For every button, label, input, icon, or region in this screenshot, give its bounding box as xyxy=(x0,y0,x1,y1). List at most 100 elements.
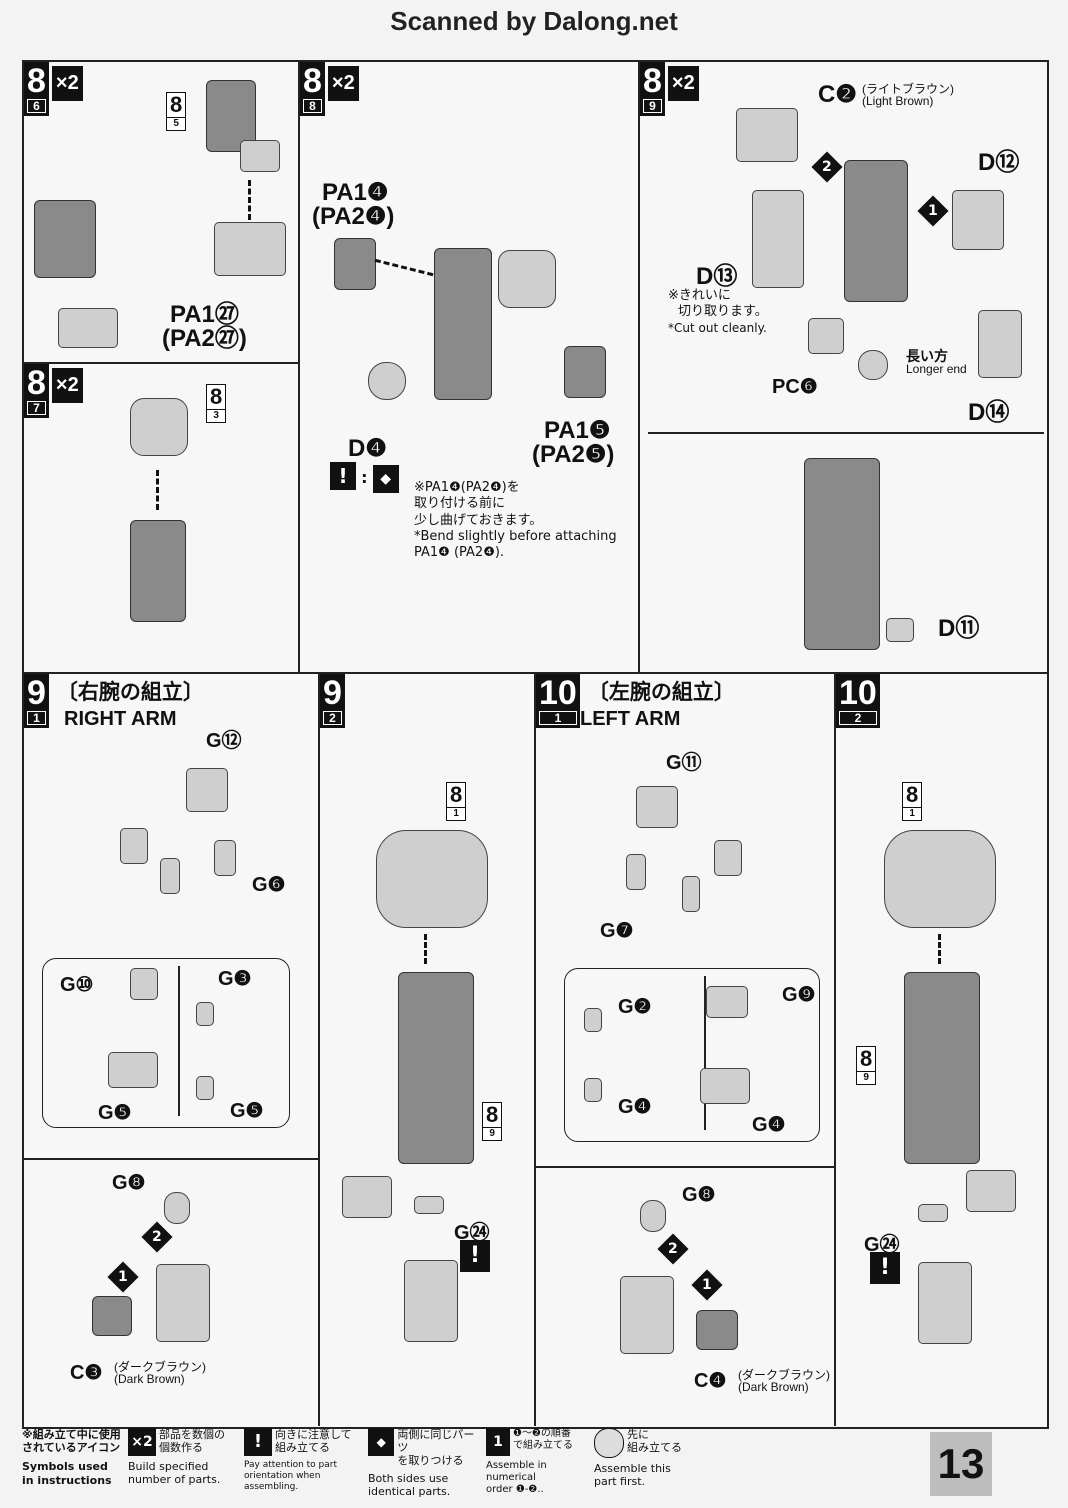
label-g3: G❸ xyxy=(218,968,252,990)
label-g5: G❺ xyxy=(230,1100,264,1122)
pc6-part xyxy=(858,350,888,380)
assembled-arm-part xyxy=(804,458,880,650)
c3-part xyxy=(92,1296,132,1336)
attention-icon: ! xyxy=(244,1428,272,1456)
label-g6: G❻ xyxy=(252,874,286,896)
watermark: Scanned by Dalong.net xyxy=(390,6,678,36)
label-c3: C❸ xyxy=(70,1362,103,1384)
bend-note: ※PA1❹(PA2❹)を 取り付ける前に 少し曲げておきます。 *Bend sl… xyxy=(414,480,617,560)
shoulder-joint-part xyxy=(130,398,188,456)
hand-frame-part xyxy=(636,786,678,828)
divider xyxy=(298,62,300,672)
label-g8: G❽ xyxy=(112,1172,146,1194)
finger-part xyxy=(584,1008,602,1032)
finger-part xyxy=(714,840,742,876)
divider xyxy=(638,62,640,672)
longer-end-en: Longer end xyxy=(906,362,967,376)
page-number: 13 xyxy=(930,1432,992,1496)
c4-color-jp: (ダークブラウン) xyxy=(738,1368,830,1382)
d12-part xyxy=(952,190,1004,250)
label-g4: G❹ xyxy=(618,1096,652,1118)
label-d12: D⑫ xyxy=(978,149,1020,176)
finger-part xyxy=(160,858,180,894)
d13-part xyxy=(752,190,804,288)
divider xyxy=(318,674,320,1426)
d4-part xyxy=(368,362,406,400)
legend-first: 先に組み立てる Assemble this part first. xyxy=(594,1428,682,1489)
d11-part xyxy=(886,618,914,642)
legend-order: 1 ❶～❷の順番で組み立てる Assemble in numerical ord… xyxy=(486,1428,573,1495)
legend-multiple: ×2 部品を数個の個数作る Build specified number of … xyxy=(128,1428,225,1487)
c3-color-en: (Dark Brown) xyxy=(114,1372,185,1386)
detail-zoom xyxy=(342,1176,392,1218)
c2-color-jp: (ライトブラウン) xyxy=(862,82,954,96)
label-g2: G❷ xyxy=(618,996,652,1018)
inset-divider xyxy=(178,966,180,1116)
finger-part xyxy=(130,968,158,1000)
hand-part xyxy=(404,1260,458,1342)
x2-icon: ×2 xyxy=(128,1428,156,1456)
label-g24: G㉔ xyxy=(864,1234,900,1256)
label-pa2-4: (PA2❹) xyxy=(312,203,395,230)
label-pa2-5: (PA2❺) xyxy=(532,441,615,468)
arm-part xyxy=(130,520,186,622)
g24-part xyxy=(414,1196,444,1214)
finger-part xyxy=(196,1076,214,1100)
left-arm-title: LEFT ARM xyxy=(580,708,681,730)
finger-part xyxy=(120,828,148,864)
hand-assembly-part xyxy=(156,1264,210,1342)
finger-part xyxy=(682,876,700,912)
label-pa1-27: PA1㉗ xyxy=(170,301,239,328)
detail-zoom xyxy=(498,250,556,308)
assembly-arrow xyxy=(248,180,251,220)
frame-part xyxy=(214,222,286,276)
label-d11: D⑪ xyxy=(938,615,980,642)
label-g8: G❽ xyxy=(682,1184,716,1206)
assembly-arrow xyxy=(424,934,427,964)
label-g11: G⑪ xyxy=(666,752,702,774)
divider xyxy=(22,1158,318,1160)
c2-color-en: (Light Brown) xyxy=(862,94,934,108)
pa1-5-part xyxy=(564,346,606,398)
legend-intro: ※組み立て中に使用 されているアイコン Symbols used in inst… xyxy=(22,1428,121,1487)
subassembly-inset xyxy=(564,968,820,1142)
label-d13: D⑬ xyxy=(696,263,738,290)
label-pa2-27: (PA2㉗) xyxy=(162,325,247,352)
pa1-4-part xyxy=(334,238,376,290)
c4-color-en: (Dark Brown) xyxy=(738,1380,809,1394)
legend-attention: ! 向きに注意して組み立てる Pay attention to part ori… xyxy=(244,1428,352,1492)
divider xyxy=(536,1166,834,1168)
divider xyxy=(22,362,299,364)
c3-color-jp: (ダークブラウン) xyxy=(114,1360,206,1374)
finger-part xyxy=(196,1002,214,1026)
cut-note: ※きれいに 切り取ります。 *Cut out cleanly. xyxy=(668,288,768,335)
attention-icon: ! xyxy=(870,1252,900,1284)
finger-part xyxy=(706,986,748,1018)
order-icon: 1 xyxy=(486,1428,510,1456)
subassembly-inset xyxy=(42,958,290,1128)
divider xyxy=(534,674,536,1426)
finger-part xyxy=(584,1078,602,1102)
label-d4: D❹ xyxy=(348,435,387,462)
c4-part xyxy=(696,1310,738,1350)
label-g4: G❹ xyxy=(752,1114,786,1136)
both-sides-icon: ◆ xyxy=(368,1428,395,1456)
assembly-arrow xyxy=(938,934,941,964)
arm-assembly-part xyxy=(398,972,474,1164)
label-g5: G❺ xyxy=(98,1102,132,1124)
label-g9: G❾ xyxy=(782,984,816,1006)
label-c4: C❹ xyxy=(694,1370,727,1392)
g8-part xyxy=(640,1200,666,1232)
arm-assembly-part xyxy=(904,972,980,1164)
label-g24: G㉔ xyxy=(454,1222,490,1244)
finger-part xyxy=(700,1068,750,1104)
